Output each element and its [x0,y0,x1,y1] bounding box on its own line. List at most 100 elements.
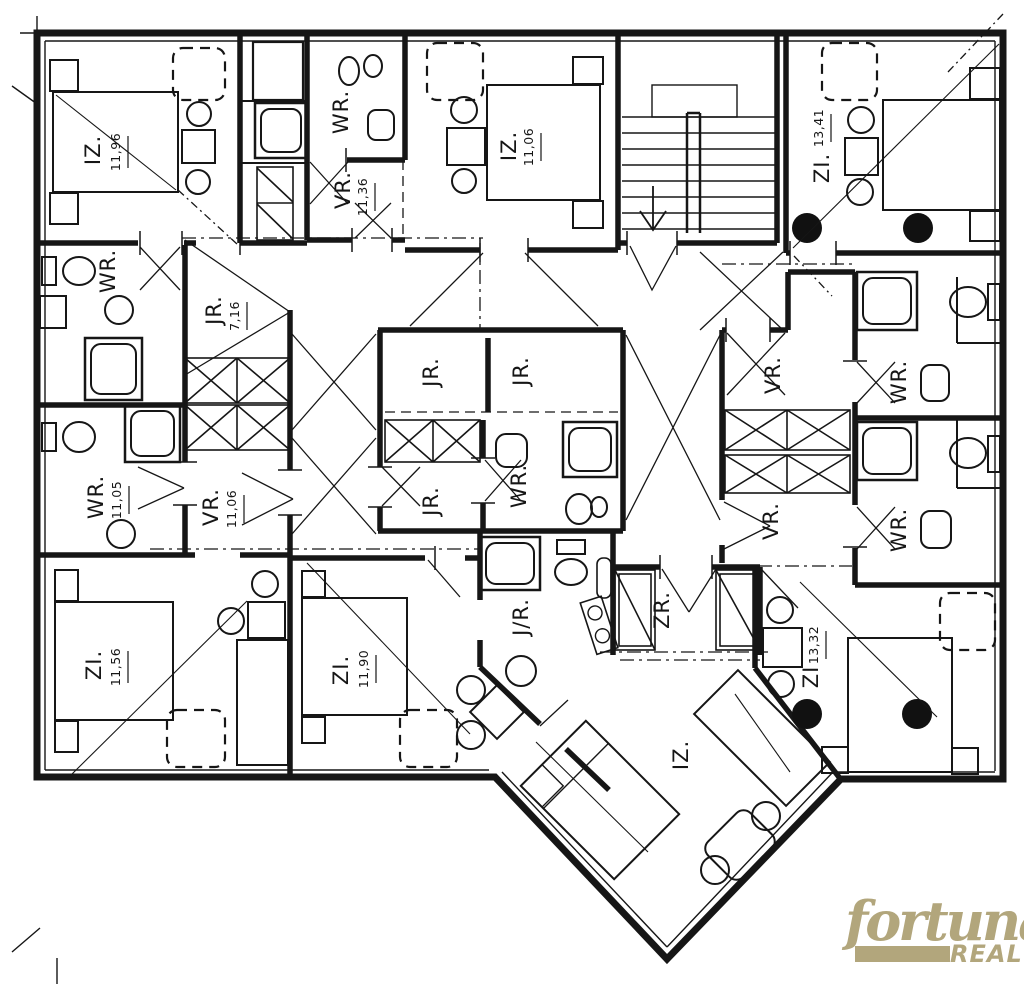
shaft-hatch [384,419,481,463]
toilets [41,54,1001,586]
bed-icon [692,668,832,808]
room-label-12: WR. [507,464,531,508]
chair-icon [251,570,279,598]
room-area-4: 13,41 [811,109,826,147]
shower-icon [561,420,619,479]
toilet-icon [41,256,96,286]
chair-icon [186,101,212,127]
wardrobe-icon [820,41,879,102]
dash-lines [150,13,1004,661]
room-label-21: ZI [799,666,823,689]
room-label-4: ZI. [810,153,834,183]
room-label-20: ZI. [329,655,353,685]
niche-walls [956,277,1003,489]
beds [49,56,1001,881]
chair-icon [217,607,245,635]
toilet-icon [949,435,1001,473]
bed-icon [486,56,604,229]
column-marker [902,699,932,729]
chair-icon [751,801,781,831]
sink-icon [505,655,537,687]
room-label-13: J/R. [509,598,533,638]
shaft-hatch [184,357,291,404]
logo: fortuna REAL [841,889,1024,968]
table-icon [181,129,216,164]
columns [792,213,933,729]
wardrobe-icon [165,708,227,769]
sinks [39,109,952,687]
chair-icon [767,670,795,698]
shaft-hatch [184,404,291,451]
table-icon [762,627,803,668]
shaft-hatch [256,166,294,241]
chair-icon [700,855,730,885]
table-icon [247,601,286,639]
wardrobe-icon [425,41,485,102]
room-label-15: VR. [761,356,785,394]
stair-arrow [639,186,667,232]
wardrobe-icon [938,591,997,652]
logo-bar [855,946,950,962]
room-label-9: JR. [419,357,443,389]
door-ticks [139,148,867,579]
chair-icon [847,106,875,134]
panel-icon [579,595,619,656]
area-underlines [127,114,832,683]
showers [83,101,919,592]
shower-icon [253,101,309,160]
chair-icon [456,720,486,750]
table-icon [704,809,776,881]
room-area-19: 11,56 [108,648,123,686]
shaft-hatch [724,409,851,451]
chair-icon [185,169,211,195]
logo-name: fortuna [841,889,1024,953]
room-label-8: VR. [199,488,223,526]
bed-icon [821,637,979,775]
sink-icon [495,433,528,468]
chair-icon [450,96,478,124]
sink-icon [920,364,950,402]
door-swings [137,161,896,727]
shower-icon [123,403,182,464]
room-label-0: IZ. [81,135,105,165]
wardrobes [165,40,997,769]
room-label-11: JR. [419,486,443,518]
room-area-2: 11,36 [355,178,370,216]
labels: IZ. 11,96 WR. VR. 11,36 IZ. 11,06 ZI. 13… [81,90,911,770]
bed-icon [882,67,1001,242]
bed-icon [49,59,179,225]
room-label-3: IZ. [497,131,521,161]
column-marker [792,699,822,729]
shower-icon [855,420,919,482]
toilet-icon [338,54,383,86]
room-area-7: 11,05 [109,481,124,519]
toilet-icon [41,421,96,453]
wardrobe-icon [398,708,459,769]
counter-icon [39,295,67,329]
chair-icon [846,178,874,206]
room-area-21: 13,32 [806,626,821,664]
radiator-icon [596,557,612,599]
room-label-19: ZI. [82,650,106,680]
wardrobe-icon [171,46,227,102]
staircase [622,84,777,233]
room-diagonals [69,43,1000,853]
room-label-16: WR. [887,360,911,404]
bed-icon [519,719,681,881]
outer-wall [33,29,1007,965]
room-area-20: 11,90 [356,650,371,688]
room-label-17: VR. [759,502,783,540]
bed-icon [54,569,174,753]
couch-icon [236,639,289,766]
chair-icon [766,596,794,624]
room-label-14: ZR. [650,591,674,629]
chair-icon [451,168,477,194]
tables-chairs [181,96,879,885]
chair-icon [456,675,486,705]
room-label-6: JR. [202,295,226,327]
room-label-10: JR. [509,356,533,388]
table-icon [446,127,486,166]
toilet-icon [565,493,608,525]
sink-icon [367,109,395,141]
cabinet-icon [251,40,305,102]
